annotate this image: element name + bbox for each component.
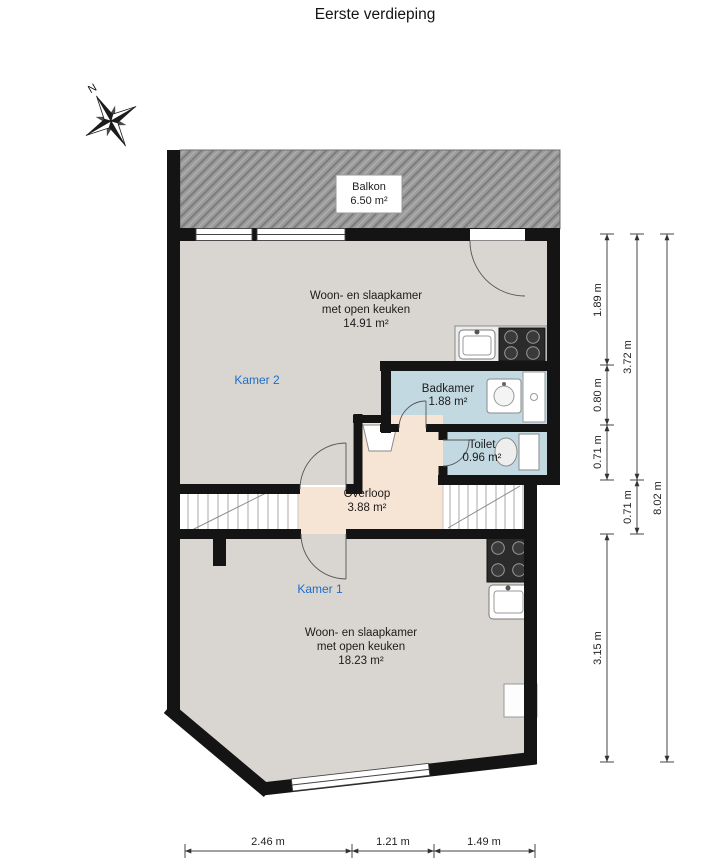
dim-1-21: 1.21 m — [376, 836, 410, 848]
door-arc-kamer2 — [299, 442, 347, 490]
door-arcs — [299, 240, 526, 580]
dim-1-89: 1.89 m — [592, 283, 604, 317]
badkamer-area: 1.88 m² — [429, 396, 468, 408]
toilet-icon — [494, 437, 518, 467]
overloop-name: Overloop — [344, 488, 391, 500]
door-arc-badkamer — [398, 400, 427, 429]
stairs-right-treads — [442, 482, 524, 532]
kamer2-area: 14.91 m² — [343, 318, 389, 330]
dim-1-49: 1.49 m — [467, 836, 501, 848]
kamer2-desc-line2: met open keuken — [322, 304, 410, 316]
window-bottom — [290, 762, 431, 792]
kamer2-label: Kamer 2 — [234, 373, 280, 387]
badkamer-fixtures — [486, 371, 546, 423]
wall-diagonal — [163, 703, 273, 797]
overloop-area: 3.88 m² — [348, 502, 387, 514]
dim-0-80: 0.80 m — [592, 378, 604, 412]
toilet-area: 0.96 m² — [463, 452, 502, 464]
overloop-strip-floor — [296, 487, 443, 534]
balkon-name: Balkon — [352, 181, 386, 193]
toilet-fixture — [494, 433, 540, 471]
dim-3-72: 3.72 m — [622, 340, 634, 374]
balkon-label-box — [335, 174, 403, 214]
toilet-cistern — [518, 433, 540, 471]
kamer1-label: Kamer 1 — [297, 582, 343, 596]
stove-icon — [486, 535, 531, 583]
badkamer-name: Badkamer — [422, 383, 475, 395]
kamer1-desc-line1: Woon- en slaapkamer — [305, 627, 417, 639]
dim-8-02: 8.02 m — [652, 481, 664, 515]
stairs-left-treads — [187, 491, 299, 532]
shower-icon — [522, 371, 546, 423]
kamer1-area: 18.23 m² — [338, 655, 384, 667]
dimension-line-right-outer — [660, 233, 674, 763]
balkon-area: 6.50 m² — [350, 195, 388, 207]
kamer1-floor — [180, 534, 532, 790]
compass-rose-icon: N — [85, 82, 137, 147]
door-arc-kamer1 — [300, 533, 347, 580]
dim-0-71-a: 0.71 m — [592, 435, 604, 469]
dimension-line-bottom — [184, 844, 536, 858]
page-title: Eerste verdieping — [315, 6, 436, 23]
compass-north-label: N — [86, 82, 99, 96]
dimension-line-right-inner — [600, 233, 614, 763]
kitchen-upper — [454, 325, 548, 364]
dim-2-46: 2.46 m — [251, 836, 285, 848]
windows — [195, 228, 525, 792]
door-arc-balkon — [469, 240, 526, 297]
balkon-door-opening — [470, 229, 525, 241]
door-arc-toilet — [442, 439, 470, 467]
kamer1-desc-line2: met open keuken — [317, 641, 405, 653]
dim-0-71-b: 0.71 m — [622, 490, 634, 524]
kamer2-desc-line1: Woon- en slaapkamer — [310, 290, 422, 302]
dim-3-15: 3.15 m — [592, 631, 604, 665]
toilet-name: Toilet — [469, 439, 497, 451]
dimension-line-right-middle — [630, 233, 644, 535]
kitchen-lower — [486, 535, 538, 718]
